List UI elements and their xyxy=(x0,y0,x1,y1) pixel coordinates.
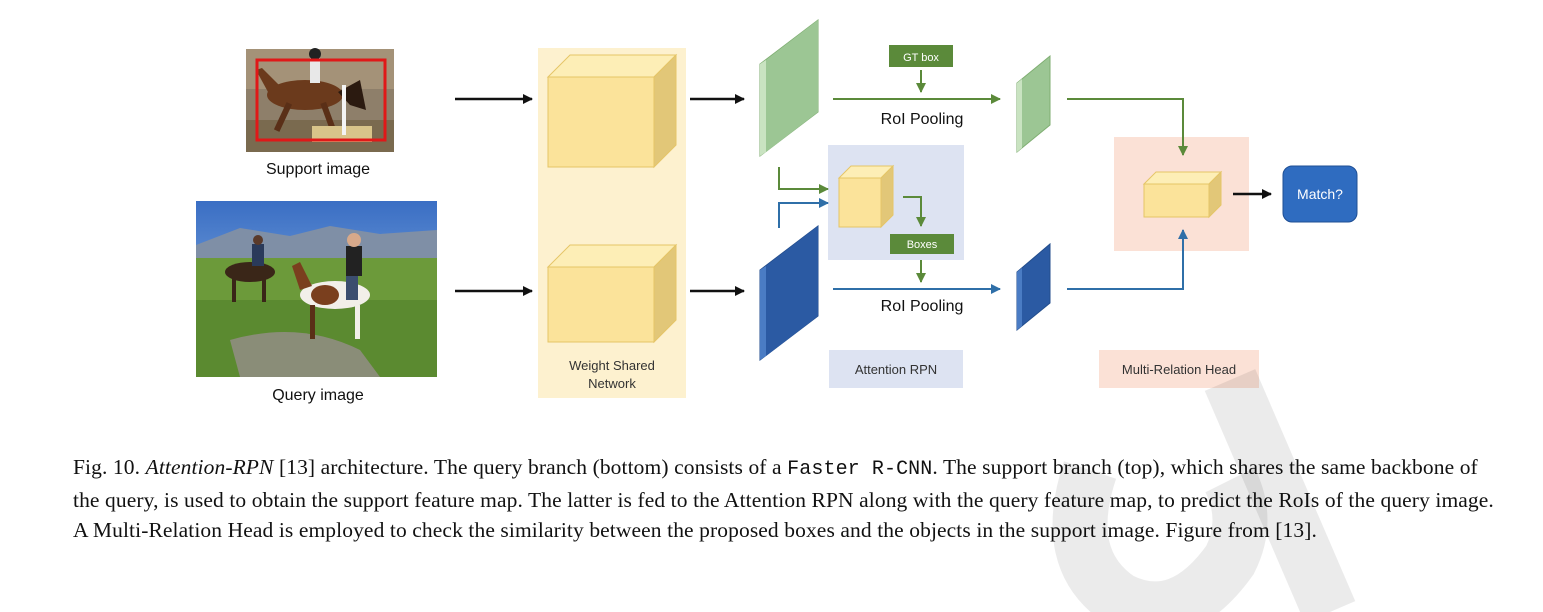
query-to-rpn-arrow xyxy=(778,198,829,228)
support-image-label: Support image xyxy=(266,161,370,178)
support-feature-map xyxy=(759,18,819,158)
roi-pooling-top-label: RoI Pooling xyxy=(881,111,964,128)
query-image xyxy=(196,201,437,377)
multi-relation-label: Multi-Relation Head xyxy=(1122,362,1236,377)
boxes-tag xyxy=(890,234,954,254)
multi-relation-label-box xyxy=(1099,350,1259,388)
attention-rpn-label: Attention RPN xyxy=(855,362,937,377)
query-to-relation-arrow xyxy=(1067,229,1188,290)
weight-shared-label-box xyxy=(538,348,686,398)
match-node xyxy=(1282,165,1358,223)
caption-prefix: Fig. 10. xyxy=(73,455,146,479)
caption-method: Attention-RPN xyxy=(145,455,274,479)
rpn-to-boxes-arrow xyxy=(903,196,926,227)
weight-shared-label-line1: Weight Shared xyxy=(569,358,655,373)
pooled-support-feature xyxy=(1016,54,1051,154)
caption-code: Faster R-CNN xyxy=(787,458,933,481)
support-to-relation-arrow xyxy=(1067,98,1188,156)
backbone-cube-query xyxy=(546,243,678,344)
backbone-cube-support xyxy=(546,53,678,169)
roi-pooling-bottom-label: RoI Pooling xyxy=(881,298,964,315)
query-feature-map xyxy=(759,224,819,362)
weight-shared-label-line2: Network xyxy=(588,376,636,391)
attention-rpn-cube xyxy=(837,164,895,229)
match-label: Match? xyxy=(1297,186,1343,202)
attention-rpn-label-box xyxy=(829,350,963,388)
pooled-query-feature xyxy=(1016,242,1051,332)
boxes-label: Boxes xyxy=(907,239,938,251)
multi-relation-cube xyxy=(1142,170,1223,219)
figure-caption: Fig. 10. Attention-RPN [13] architecture… xyxy=(73,452,1503,545)
caption-part1: [13] architecture. The query branch (bot… xyxy=(273,455,788,479)
support-image xyxy=(246,48,394,152)
caption-part2: . The support branch (top), which shares… xyxy=(73,455,1494,542)
query-image-label: Query image xyxy=(272,387,364,404)
gt-box-label: GT box xyxy=(903,52,939,64)
support-to-rpn-arrow xyxy=(778,167,829,194)
gt-box-tag xyxy=(889,45,953,67)
